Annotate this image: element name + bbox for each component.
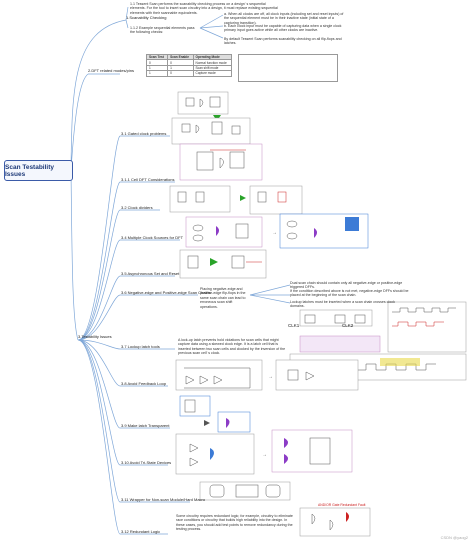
note-scanability-intro: 1.1 Tessent Scan performs the scanabilit… [130, 2, 278, 15]
table-cell: Normal function mode [192, 59, 233, 66]
item-redundant-logic[interactable]: 3.12 Redundant Logic [121, 529, 161, 534]
feedback-loop-diagram: → [175, 359, 359, 391]
redundant-fault-title: AND/OR Gate Redundant Fault [318, 503, 366, 507]
item-cell-dft[interactable]: 3.1.1 Cell DFT Considerations [121, 177, 175, 182]
note-sequential-checks: 1.1.2 Example sequential elements pass t… [130, 26, 195, 35]
item-feedback-loop[interactable]: 3.8 Avoid Feedback Loop [121, 381, 167, 386]
table-cell: 1 [145, 70, 169, 77]
table-row: 1 0 Capture mode [145, 70, 233, 77]
svg-text:→: → [262, 452, 267, 458]
async-set-reset-diagram [179, 249, 267, 279]
branch-scanability-checking[interactable]: 1.Scanability Checking [126, 15, 167, 20]
root-title: Scan Testability Issues [5, 163, 55, 178]
note-neg-edge-3: Lockup latches must be inserted when a s… [290, 300, 395, 309]
note-redundant-logic: Some circuitry requires redundant logic;… [176, 514, 293, 532]
multiple-clock-sources-diagram: → [185, 213, 369, 249]
edge-root-b1 [70, 19, 127, 171]
branch-dft-modes-pins[interactable]: 2.DFT related modes/pins [88, 68, 134, 73]
table-cell: 0 [167, 70, 194, 77]
note-default-check: By default Tessent Scan performs scanabi… [224, 37, 342, 46]
svg-text:→: → [272, 230, 277, 236]
note-check-a: a. When all clocks are off, all clock in… [224, 12, 344, 25]
root-node[interactable]: Scan Testability Issues [4, 160, 73, 181]
item-gated-clock[interactable]: 3.1 Gated clock problems [121, 131, 167, 136]
tri-state-diagram: → [175, 429, 353, 475]
watermark: CSDN @yaog2 [440, 535, 468, 540]
clk1-label: CLK1 [288, 323, 300, 328]
note-neg-edge-main: Placing negative-edge and positive-edge … [200, 287, 246, 309]
transparent-latch-diagram [179, 395, 251, 433]
pin-list-image [238, 54, 338, 82]
dft-mode-table: Scan Test Scan Enable Operating Mode 0 0… [145, 53, 233, 77]
item-neg-pos-edge[interactable]: 3.6 Negative-edge and Positive-edge Scan… [121, 290, 211, 295]
item-transparent-latch[interactable]: 3.9 Make latch Transparent [121, 423, 170, 428]
clk2-label: CLK2 [342, 323, 354, 328]
item-clock-dividers[interactable]: 3.2 Clock dividers [121, 205, 153, 210]
note-neg-edge-1: Dual scan chain should contain only all … [290, 281, 403, 290]
note-lockup-latch: A lock-up latch prevents hold violations… [178, 338, 286, 356]
svg-text:→: → [268, 374, 273, 380]
table-cell: Capture mode [192, 70, 233, 77]
item-tri-state[interactable]: 3.10 Avoid Tri-State Devices [121, 460, 172, 465]
clock-divider-diagram [169, 185, 303, 215]
item-lockup-latch[interactable]: 3.7 Lockup latch tools [121, 344, 160, 349]
note-neg-edge-2: If the condition described above is not … [290, 289, 409, 298]
branch-testability-issues[interactable]: 3.Testability Issues [78, 334, 112, 339]
note-check-b: b. Each clock input must be capable of c… [224, 24, 342, 33]
cell-dft-diagram [179, 143, 263, 181]
edge-root-b2 [70, 73, 89, 171]
item-async-set-reset[interactable]: 3.5 Asynchronous Set and Reset [121, 271, 180, 276]
neg-pos-edge-diagram [299, 301, 467, 353]
edge-root-b3 [70, 169, 79, 341]
item-multiple-clock-sources[interactable]: 3.4 Multiple Clock Sources for DFT [121, 235, 184, 240]
wrapper-diagram [199, 481, 291, 501]
redundant-logic-diagram [299, 507, 371, 537]
gated-clock-diagram [171, 91, 251, 145]
item-wrapper[interactable]: 3.11 Wrapper for Non-scan Module/Hard Ma… [121, 497, 206, 502]
